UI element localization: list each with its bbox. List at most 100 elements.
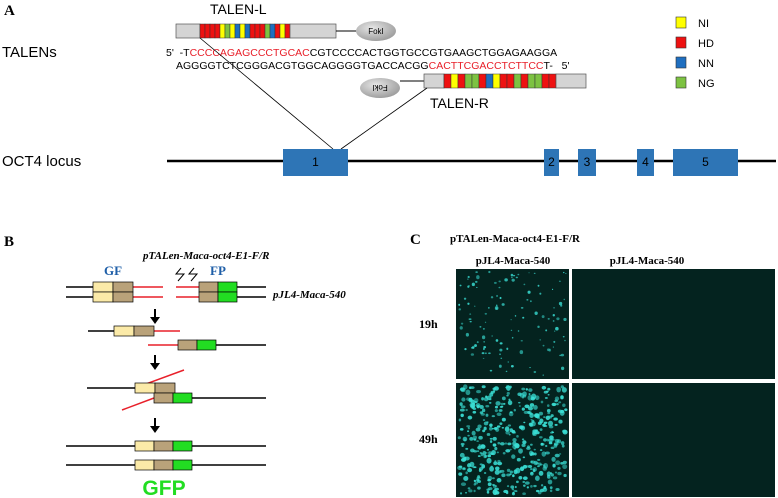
talen-r-label: TALEN-R (430, 95, 489, 111)
gfp-cell (496, 294, 499, 297)
gfp-cell (474, 481, 479, 485)
gfp-cell (556, 402, 559, 406)
gfp-cell (509, 411, 513, 414)
gfp-cell (495, 401, 501, 406)
gfp-cell (501, 396, 506, 401)
gfp-cell (537, 416, 541, 420)
gfp-cell (512, 444, 517, 449)
gfp-cell (522, 316, 525, 319)
row-label-49h: 49h (419, 432, 438, 446)
gfp-cell (544, 451, 550, 455)
gfp-cell (458, 418, 462, 422)
repeat-hd (274, 23, 281, 39)
gfp-cell (511, 454, 516, 459)
gfp-cell (470, 353, 475, 356)
gfp-cell (561, 444, 565, 448)
repeat-ni (492, 73, 501, 89)
gfp-cell (562, 460, 567, 465)
repeat-ng (264, 23, 271, 39)
gfp-cell (539, 339, 541, 341)
gfp-cell (481, 335, 486, 340)
gfp-cell (472, 410, 477, 414)
gfp-cell (562, 336, 565, 338)
gfp-cell (479, 404, 484, 410)
repeat-hd (541, 73, 550, 89)
gfp-cell (467, 468, 473, 473)
repeat-ni (450, 73, 459, 89)
seq-bottom-suffix: T- 5' (544, 60, 570, 72)
gfp-cell (493, 461, 498, 466)
repeat-ni (279, 23, 286, 39)
gfp-cell (503, 402, 506, 405)
gfp-cell (522, 480, 526, 484)
gfp-cell (469, 437, 474, 441)
gfp-cell (487, 482, 492, 487)
gfp-cell (469, 321, 472, 323)
exon-label-1: 1 (312, 155, 319, 169)
gfp-cell (560, 353, 565, 357)
gfp-cell (507, 400, 513, 406)
gfp-cell (488, 352, 491, 355)
gfp-cell (554, 471, 558, 474)
gfp-cell (492, 477, 495, 480)
gfp-cell (472, 345, 475, 349)
gfp-cell (498, 286, 501, 289)
gfp-cell (550, 446, 555, 449)
gfp-cell (554, 399, 558, 403)
legend-label-ni: NI (698, 18, 709, 30)
col-header-right: pJL4-Maca-540 (610, 255, 685, 267)
gfp-cell (530, 471, 534, 476)
gfp-cell (546, 348, 550, 352)
gfp-cell (483, 341, 485, 343)
repeat-ng (464, 73, 473, 89)
gfp-cell (494, 446, 498, 451)
gfp-cell (562, 403, 566, 408)
gfp-cell (523, 484, 526, 487)
gfp-cell (559, 409, 565, 416)
gfp-cell (476, 389, 481, 394)
gfp-cell (460, 442, 465, 446)
gfp-cell (556, 386, 562, 393)
gfp-cell (524, 404, 530, 409)
legend-label-nn: NN (698, 58, 714, 70)
gfp-cell (480, 413, 485, 416)
gfp-cell (516, 457, 521, 462)
gfp-cell (556, 317, 560, 321)
down-arrow-icon (150, 418, 160, 433)
gfp-cell (510, 276, 513, 279)
gfp-cell (510, 329, 513, 331)
gfp-cell (561, 387, 567, 393)
gfp-cell (471, 282, 475, 287)
gfp-cell (491, 335, 493, 337)
gfp-cell (516, 480, 519, 484)
gfp-cell (501, 303, 505, 306)
gfp-cell (521, 438, 525, 441)
gfp-cell (560, 441, 565, 445)
gfp-cell (518, 476, 523, 480)
reporter-step-3 (87, 369, 266, 411)
gfp-cell (527, 465, 533, 468)
gfp-cell (496, 425, 501, 428)
gfp-cell (505, 431, 510, 435)
gfp-cell (485, 413, 489, 417)
gfp-cell (563, 298, 565, 301)
gfp-cell (513, 408, 516, 412)
gfp-cell (539, 418, 544, 424)
micrograph-19h-control (572, 269, 775, 379)
gfp-cell (549, 489, 553, 493)
gfp-cell (507, 424, 512, 427)
gfp-cell (499, 342, 503, 345)
gfp-cell (481, 385, 486, 389)
row-label-19h: 19h (419, 317, 438, 331)
gfp-cell (491, 415, 496, 418)
oct4-locus-label: OCT4 locus (2, 153, 81, 170)
gfp-cell (486, 490, 490, 494)
gfp-cell (543, 464, 546, 467)
gfp-cell (526, 486, 529, 489)
gfp-cell (465, 332, 469, 337)
gfp-cell (486, 457, 492, 464)
legend-swatch-hd (675, 36, 687, 49)
exon-2 (544, 149, 559, 176)
gfp-cell (563, 271, 565, 274)
talen-l-repeats (199, 23, 291, 39)
